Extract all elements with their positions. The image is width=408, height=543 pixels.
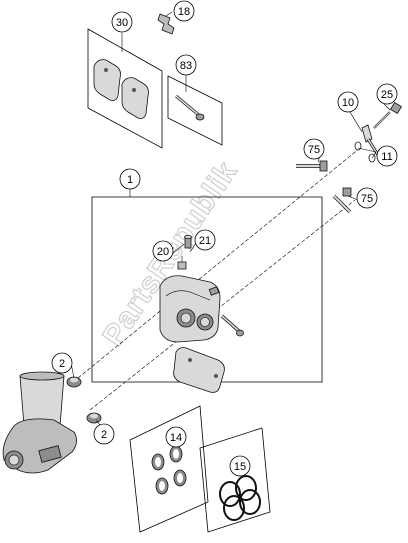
svg-text:1: 1: [127, 174, 133, 186]
bleeder-cap: [373, 101, 403, 129]
callout-2-upper: 2: [51, 352, 73, 374]
callout-20: 20: [152, 240, 174, 262]
callout-83: 83: [175, 54, 197, 76]
frame-brake-pads-30: [87, 28, 163, 149]
rubber-bushing-lower: [86, 412, 102, 424]
svg-text:25: 25: [381, 89, 393, 101]
frame-seal-kit-14: [129, 405, 209, 533]
svg-text:21: 21: [199, 235, 211, 247]
svg-text:2: 2: [101, 429, 107, 441]
frame-oring-kit-15: [199, 427, 271, 533]
brake-pad-caliper: [173, 347, 225, 393]
svg-text:75: 75: [361, 193, 373, 205]
brake-caliper-body: [159, 275, 221, 343]
piston-seals: [151, 445, 187, 495]
caliper-bolt-lower: [332, 187, 352, 214]
brake-pad-upper: [93, 59, 121, 101]
pad-spring-clip: [157, 13, 175, 35]
callout-1: 1: [119, 168, 141, 190]
svg-text:83: 83: [180, 60, 192, 72]
fork-leg: [2, 371, 77, 474]
callout-18: 18: [173, 0, 195, 22]
svg-text:18: 18: [178, 6, 190, 18]
caliper-bolt-upper: [296, 160, 328, 172]
assembly-axis-upper: [77, 147, 361, 379]
svg-text:75: 75: [308, 144, 320, 156]
svg-text:10: 10: [342, 97, 354, 109]
frame-caliper-assembly-1: [91, 196, 323, 383]
o-rings: [219, 475, 261, 521]
callout-21: 21: [194, 229, 216, 251]
callout-75-lower: 75: [356, 187, 378, 209]
callout-10: 10: [337, 91, 359, 113]
svg-text:11: 11: [381, 151, 392, 163]
svg-text:2: 2: [59, 358, 65, 370]
callout-2-lower: 2: [93, 423, 115, 445]
svg-text:30: 30: [116, 17, 128, 29]
svg-text:14: 14: [170, 432, 182, 444]
brake-pad-lower: [121, 77, 149, 119]
dust-cap: [177, 256, 187, 270]
callout-25: 25: [376, 83, 398, 105]
assembly-axis-lower: [89, 199, 356, 411]
svg-text:15: 15: [234, 461, 246, 473]
bleeder-valve: [361, 124, 380, 156]
callout-30: 30: [111, 11, 133, 33]
callout-75-upper: 75: [303, 138, 325, 160]
callout-15: 15: [229, 455, 251, 477]
frame-pin-kit-83: [167, 75, 223, 146]
caliper-guide-pin: [220, 314, 244, 337]
callout-11: 11: [376, 145, 398, 167]
callout-14: 14: [165, 426, 187, 448]
bleed-nipple: [184, 234, 192, 249]
svg-text:20: 20: [157, 246, 169, 258]
pad-pin: [175, 94, 205, 121]
rubber-bushing-upper: [66, 376, 82, 388]
